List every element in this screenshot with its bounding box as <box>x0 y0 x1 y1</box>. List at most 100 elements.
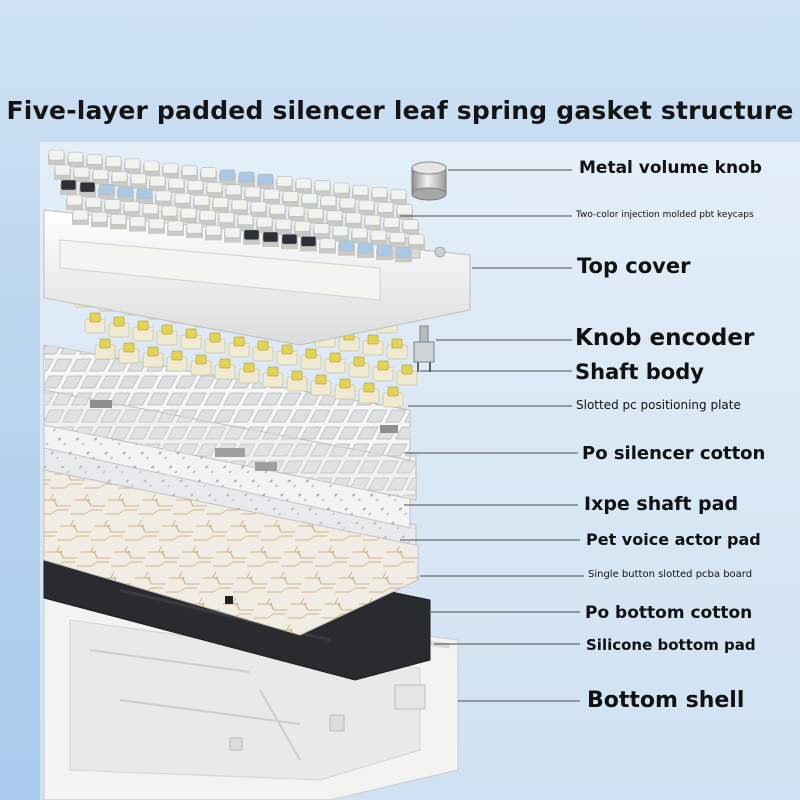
keycap <box>193 195 210 211</box>
switch <box>252 340 274 362</box>
keycap <box>263 188 280 205</box>
keycap <box>282 191 299 207</box>
switch <box>372 360 394 382</box>
leader-lines <box>400 169 584 702</box>
keycap <box>155 190 172 206</box>
keycap <box>326 210 343 226</box>
switch <box>358 382 380 404</box>
keycap <box>364 214 381 231</box>
keycap <box>357 242 374 258</box>
switch <box>142 346 164 368</box>
keycap <box>370 229 387 246</box>
keycap <box>224 227 241 243</box>
keycap <box>225 184 242 200</box>
keycap <box>250 201 267 217</box>
switch <box>108 316 130 338</box>
label-shaft-body: Shaft body <box>575 360 704 384</box>
switch <box>382 386 404 408</box>
keycap <box>313 223 330 239</box>
keycap <box>231 199 248 215</box>
keycap <box>187 180 204 196</box>
keycap <box>243 229 260 245</box>
keycap <box>237 214 254 230</box>
switch <box>214 358 236 380</box>
keycap <box>358 199 375 216</box>
keycap <box>371 187 388 203</box>
keycap <box>180 207 197 224</box>
label-bottom-shell: Bottom shell <box>587 688 745 713</box>
keycap <box>142 203 159 219</box>
switch <box>118 342 140 364</box>
keycap <box>352 184 369 201</box>
knob-encoder-part <box>413 325 435 372</box>
keycap <box>186 222 203 239</box>
switch <box>132 320 154 342</box>
label-ixpe-pad: Ixpe shaft pad <box>584 493 739 515</box>
switch <box>324 352 346 374</box>
keycap <box>149 175 166 191</box>
keycap <box>376 244 393 261</box>
keycap <box>48 149 65 165</box>
keycap <box>408 234 425 250</box>
switch <box>386 338 408 360</box>
switch <box>262 366 284 388</box>
keycap <box>200 167 217 183</box>
label-pcba-board: Single button slotted pcba board <box>588 569 753 580</box>
keycap <box>129 216 146 232</box>
keycap <box>338 240 355 256</box>
keycaps-layer <box>48 149 425 263</box>
label-positioning-plate: Slotted pc positioning plate <box>576 398 741 412</box>
keycap <box>161 205 178 221</box>
switch <box>94 338 116 360</box>
keycap <box>377 202 394 218</box>
keycap <box>205 225 222 241</box>
keycap <box>181 165 198 181</box>
keycap <box>320 195 337 211</box>
keycap <box>275 218 292 235</box>
keycap <box>130 173 147 189</box>
switch <box>362 334 384 356</box>
keycap <box>104 199 121 215</box>
keycap <box>60 179 77 195</box>
keycap <box>168 177 185 194</box>
keycap <box>390 189 407 205</box>
keycap <box>174 192 191 209</box>
keycap <box>72 209 89 225</box>
keycap <box>339 197 356 213</box>
switch <box>238 362 260 384</box>
keycap <box>244 186 261 202</box>
keycap <box>206 182 223 198</box>
switch <box>204 332 226 354</box>
switch <box>180 328 202 350</box>
label-top-cover: Top cover <box>577 254 691 278</box>
keycap <box>383 217 400 233</box>
label-metal-volume-knob: Metal volume knob <box>579 158 762 178</box>
metal-volume-knob-part <box>411 161 447 201</box>
keycap <box>67 151 84 168</box>
switch <box>84 312 106 334</box>
keycap <box>123 201 140 217</box>
keycap <box>333 182 350 198</box>
keycap <box>92 169 109 185</box>
pcba-board-layer <box>43 469 419 636</box>
keycap <box>79 181 96 198</box>
label-pet-pad: Pet voice actor pad <box>586 530 761 549</box>
switch <box>396 364 418 386</box>
keycap <box>319 238 336 254</box>
keycap <box>117 186 134 202</box>
keycap <box>256 216 273 232</box>
keycap <box>148 218 165 234</box>
keycap <box>73 166 90 183</box>
keycap <box>143 160 160 176</box>
keycap <box>66 194 83 210</box>
label-keycaps: Two-color injection molded pbt keycaps <box>576 210 754 220</box>
keycap <box>199 210 216 226</box>
keycap <box>218 212 235 228</box>
label-knob-encoder: Knob encoder <box>575 325 755 351</box>
keycap <box>314 180 331 196</box>
label-silicone-pad: Silicone bottom pad <box>586 636 756 654</box>
page-title: Five-layer padded silencer leaf spring g… <box>6 96 794 125</box>
keycap <box>111 171 128 187</box>
switch <box>310 374 332 396</box>
